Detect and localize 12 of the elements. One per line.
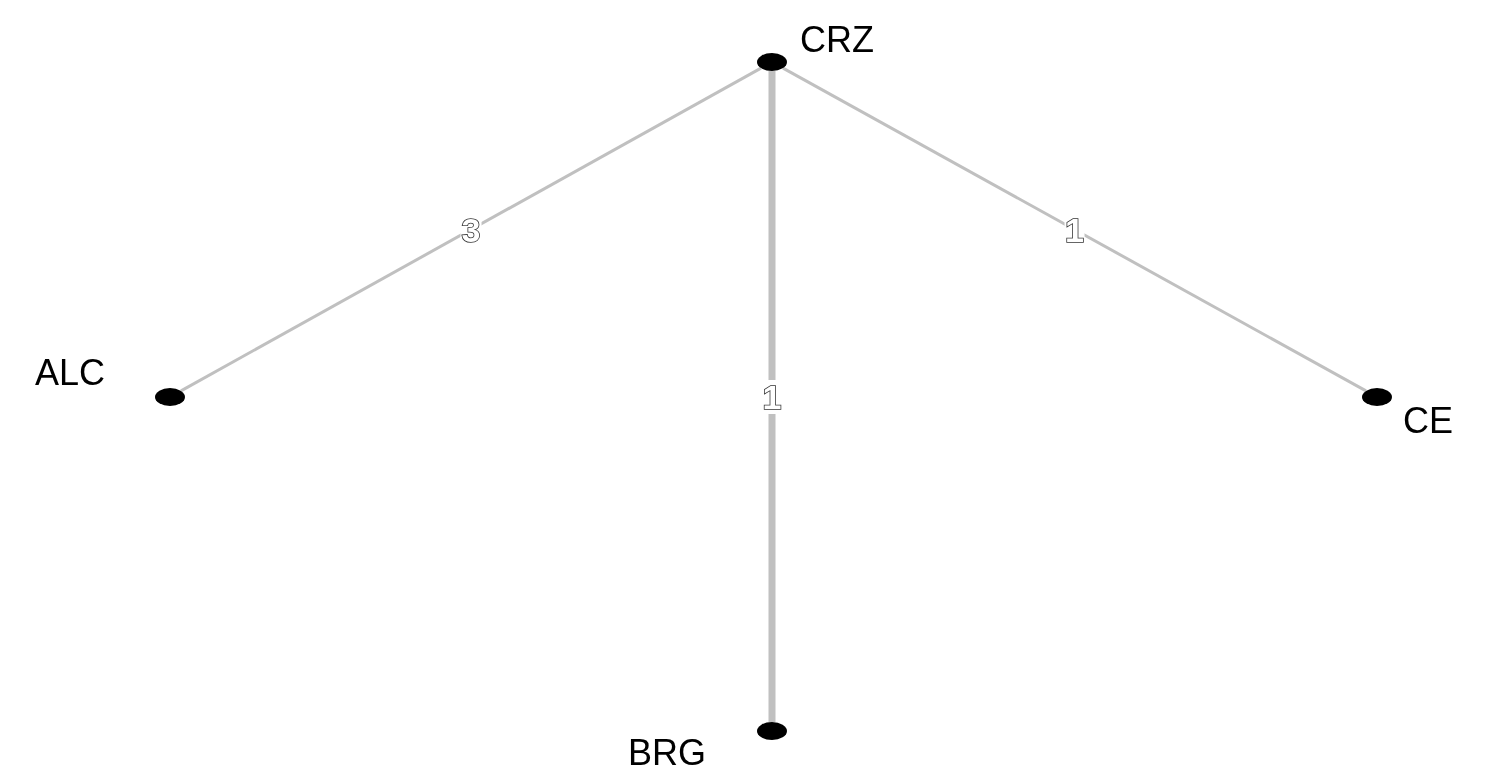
- node-dot: [757, 722, 787, 740]
- node-label: CRZ: [800, 22, 874, 58]
- connector-line: [782, 66, 1367, 393]
- node-dot: [757, 53, 787, 71]
- edge-label: 1: [761, 379, 783, 414]
- node-label: ALC: [35, 355, 106, 391]
- node-label: BRG: [628, 735, 706, 770]
- node-dot: [155, 388, 185, 406]
- node-dot: [1362, 388, 1392, 406]
- node-label: CE: [1403, 403, 1453, 439]
- connector-line: [180, 66, 762, 393]
- connector-line: [768, 71, 776, 722]
